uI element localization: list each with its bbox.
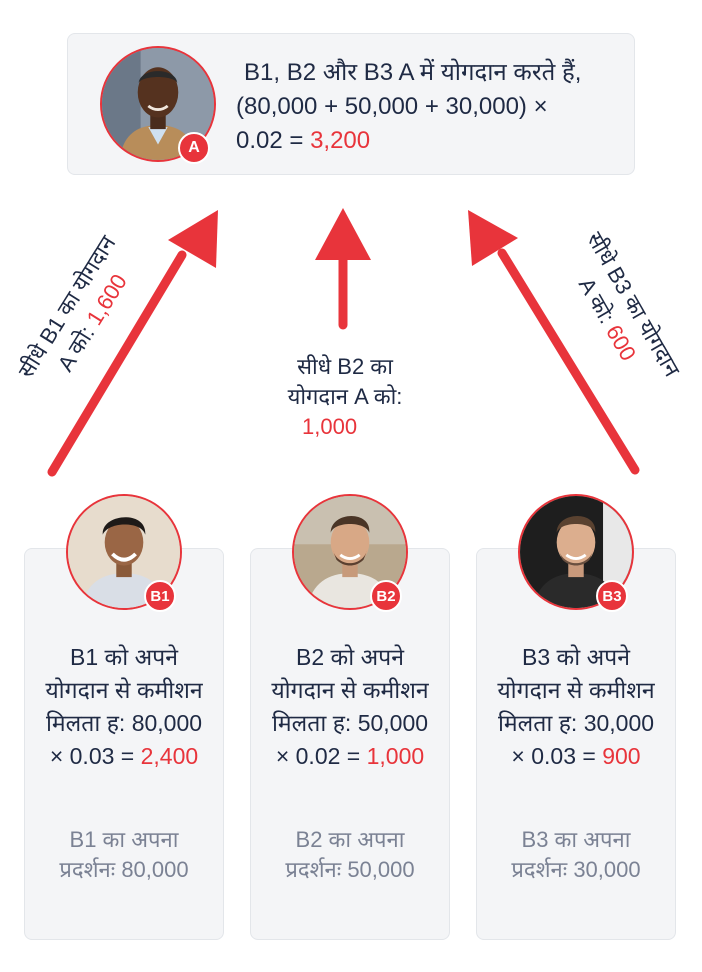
card-b3-commission: B3 को अपने योगदान से कमीशन मिलता ह: 30,0… (477, 641, 675, 773)
card-b3-performance: B3 का अपना प्रदर्शनः 30,000 (477, 825, 675, 885)
card-b2-value: 1,000 (366, 743, 425, 769)
top-line-2: (80,000 + 50,000 + 30,000) × (236, 93, 548, 120)
card-b1-line-1: B1 को अपने (70, 644, 178, 670)
card-b3-value: 900 (602, 743, 641, 769)
card-b1-performance: B1 का अपना प्रदर्शनः 80,000 (25, 825, 223, 885)
arrow-middle-line-1: सीधे B2 का (297, 354, 393, 379)
card-b2: B2 को अपने योगदान से कमीशन मिलता ह: 50,0… (250, 548, 450, 940)
arrow-middle-label: सीधे B2 का योगदान A को: 1,000 (260, 352, 430, 442)
top-line-3: 0.02 = 3,200 (236, 124, 616, 158)
top-line-3-prefix: 0.02 = (236, 127, 311, 154)
badge-b1: B1 (144, 580, 176, 612)
card-b1: B1 को अपने योगदान से कमीशन मिलता ह: 80,0… (24, 548, 224, 940)
card-b1-perf-1: B1 का अपना (69, 827, 179, 852)
card-b2-line-2: योगदान से कमीशन (271, 677, 429, 703)
card-b2-perf-1: B2 का अपना (295, 827, 405, 852)
card-b3-line-4: × 0.03 = 900 (477, 740, 675, 773)
badge-b2: B2 (370, 580, 402, 612)
card-b3-line-1: B3 को अपने (522, 644, 630, 670)
card-b1-value: 2,400 (140, 743, 199, 769)
card-b2-performance: B2 का अपना प्रदर्शनः 50,000 (251, 825, 449, 885)
arrow-right (468, 210, 640, 475)
arrow-middle (315, 208, 371, 330)
card-b3: B3 को अपने योगदान से कमीशन मिलता ह: 30,0… (476, 548, 676, 940)
card-b2-perf-2: प्रदर्शनः 50,000 (285, 857, 415, 882)
arrow-left (47, 210, 218, 477)
card-b3-perf-2: प्रदर्शनः 30,000 (511, 857, 641, 882)
arrow-middle-value: 1,000 (302, 414, 358, 439)
arrow-middle-line-2: योगदान A को: (287, 384, 403, 409)
badge-a: A (178, 132, 210, 164)
card-b3-perf-1: B3 का अपना (521, 827, 631, 852)
card-b2-line-1: B2 को अपने (296, 644, 404, 670)
card-b3-line-3: मिलता ह: 30,000 (497, 710, 655, 736)
card-b2-formula: × 0.02 = (275, 743, 367, 769)
top-line-1: B1, B2 और B3 A में योगदान करते हैं, (244, 59, 582, 86)
top-total-value: 3,200 (310, 127, 371, 154)
top-description: B1, B2 और B3 A में योगदान करते हैं, (80,… (236, 56, 616, 158)
card-b1-commission: B1 को अपने योगदान से कमीशन मिलता ह: 80,0… (25, 641, 223, 773)
card-b2-line-4: × 0.02 = 1,000 (251, 740, 449, 773)
card-b1-line-2: योगदान से कमीशन (45, 677, 203, 703)
card-b3-formula: × 0.03 = (511, 743, 603, 769)
badge-b3: B3 (596, 580, 628, 612)
card-b3-line-2: योगदान से कमीशन (497, 677, 655, 703)
card-b1-line-3: मिलता ह: 80,000 (45, 710, 203, 736)
card-b1-formula: × 0.03 = (49, 743, 141, 769)
card-b2-commission: B2 को अपने योगदान से कमीशन मिलता ह: 50,0… (251, 641, 449, 773)
card-b1-perf-2: प्रदर्शनः 80,000 (59, 857, 189, 882)
card-b1-line-4: × 0.03 = 2,400 (25, 740, 223, 773)
card-b2-line-3: मिलता ह: 50,000 (271, 710, 429, 736)
